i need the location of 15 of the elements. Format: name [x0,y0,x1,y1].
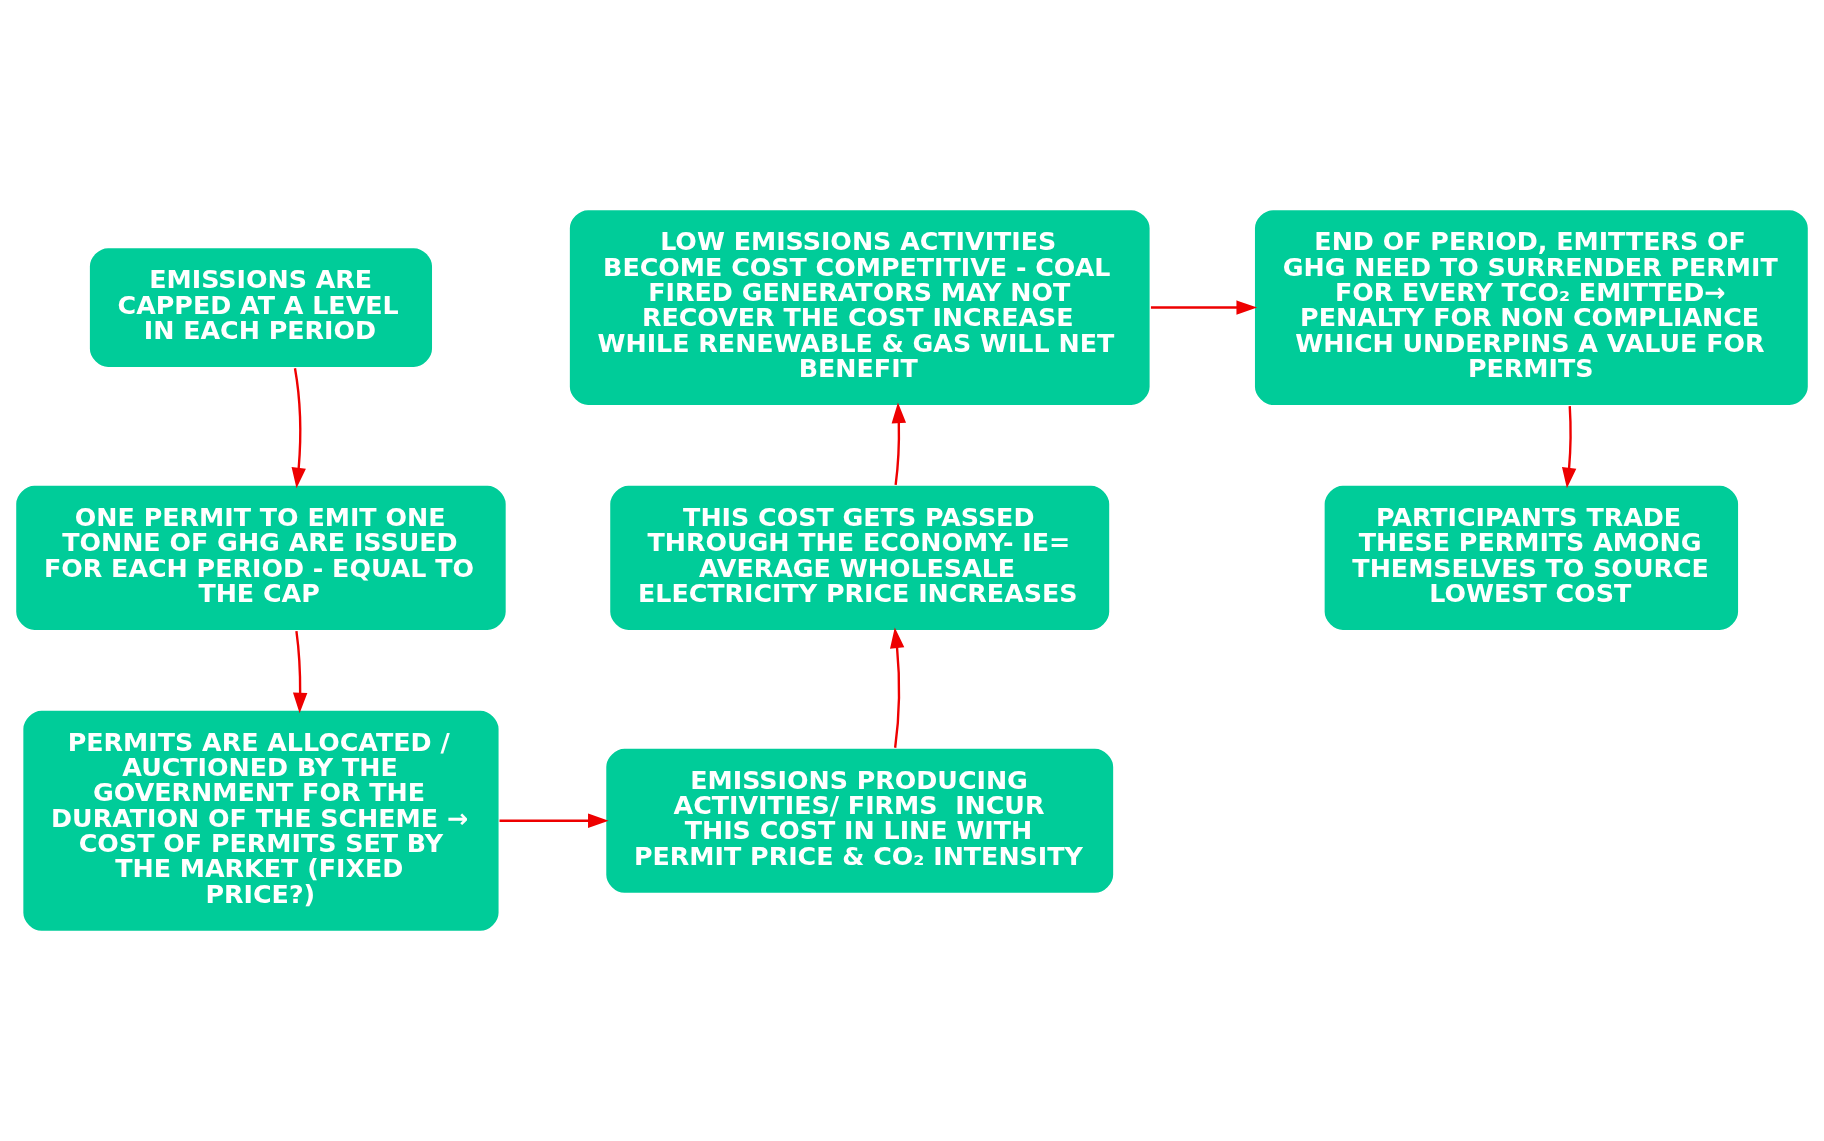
node-box: PARTICIPANTS TRADE THESE PERMITS AMONG THEMSELVES TO SOURCE LOWEST COST [1323,484,1740,632]
node-box: LOW EMISSIONS ACTIVITIES BECOME COST COMPETITIVE - COAL FIRED GENERATORS MAY NOT RECOVER THE COST INCREASE WHILE RENEWABLE & GAS WILL NET BENEFIT [568,208,1152,407]
arrow [499,813,609,828]
arrow [291,368,306,489]
node-box: EMISSIONS ARE CAPPED AT A LEVEL IN EACH PERIOD [88,246,434,369]
node-box: END OF PERIOD, EMITTERS OF GHG NEED TO SURRENDER PERMIT FOR EVERY TCO₂ EMITTED→ PENALTY FOR NON COMPLIANCE WHICH UNDERPINS A VALUE FOR PERMITS [1253,208,1810,407]
arrow [889,627,905,748]
node-box: ONE PERMIT TO EMIT ONE TONNE OF GHG ARE ISSUED FOR EACH PERIOD - EQUAL TO THE CAP [14,484,508,632]
node-box: EMISSIONS PRODUCING ACTIVITIES/ FIRMS INCUR THIS COST IN LINE WITH PERMIT PRICE & CO₂ INTENSITY [604,747,1115,895]
arrow [292,630,308,714]
arrow [1561,406,1577,489]
arrow [1150,300,1258,315]
node-box: PERMITS ARE ALLOCATED / AUCTIONED BY THE GOVERNMENT FOR THE DURATION OF THE SCHEME → COST OF PERMITS SET BY THE MARKET (FIXED PRICE?) [21,709,501,933]
node-box: THIS COST GETS PASSED THROUGH THE ECONOMY- IE= AVERAGE WHOLESALE ELECTRICITY PRICE INCREASES [608,484,1111,632]
arrow [891,402,907,485]
